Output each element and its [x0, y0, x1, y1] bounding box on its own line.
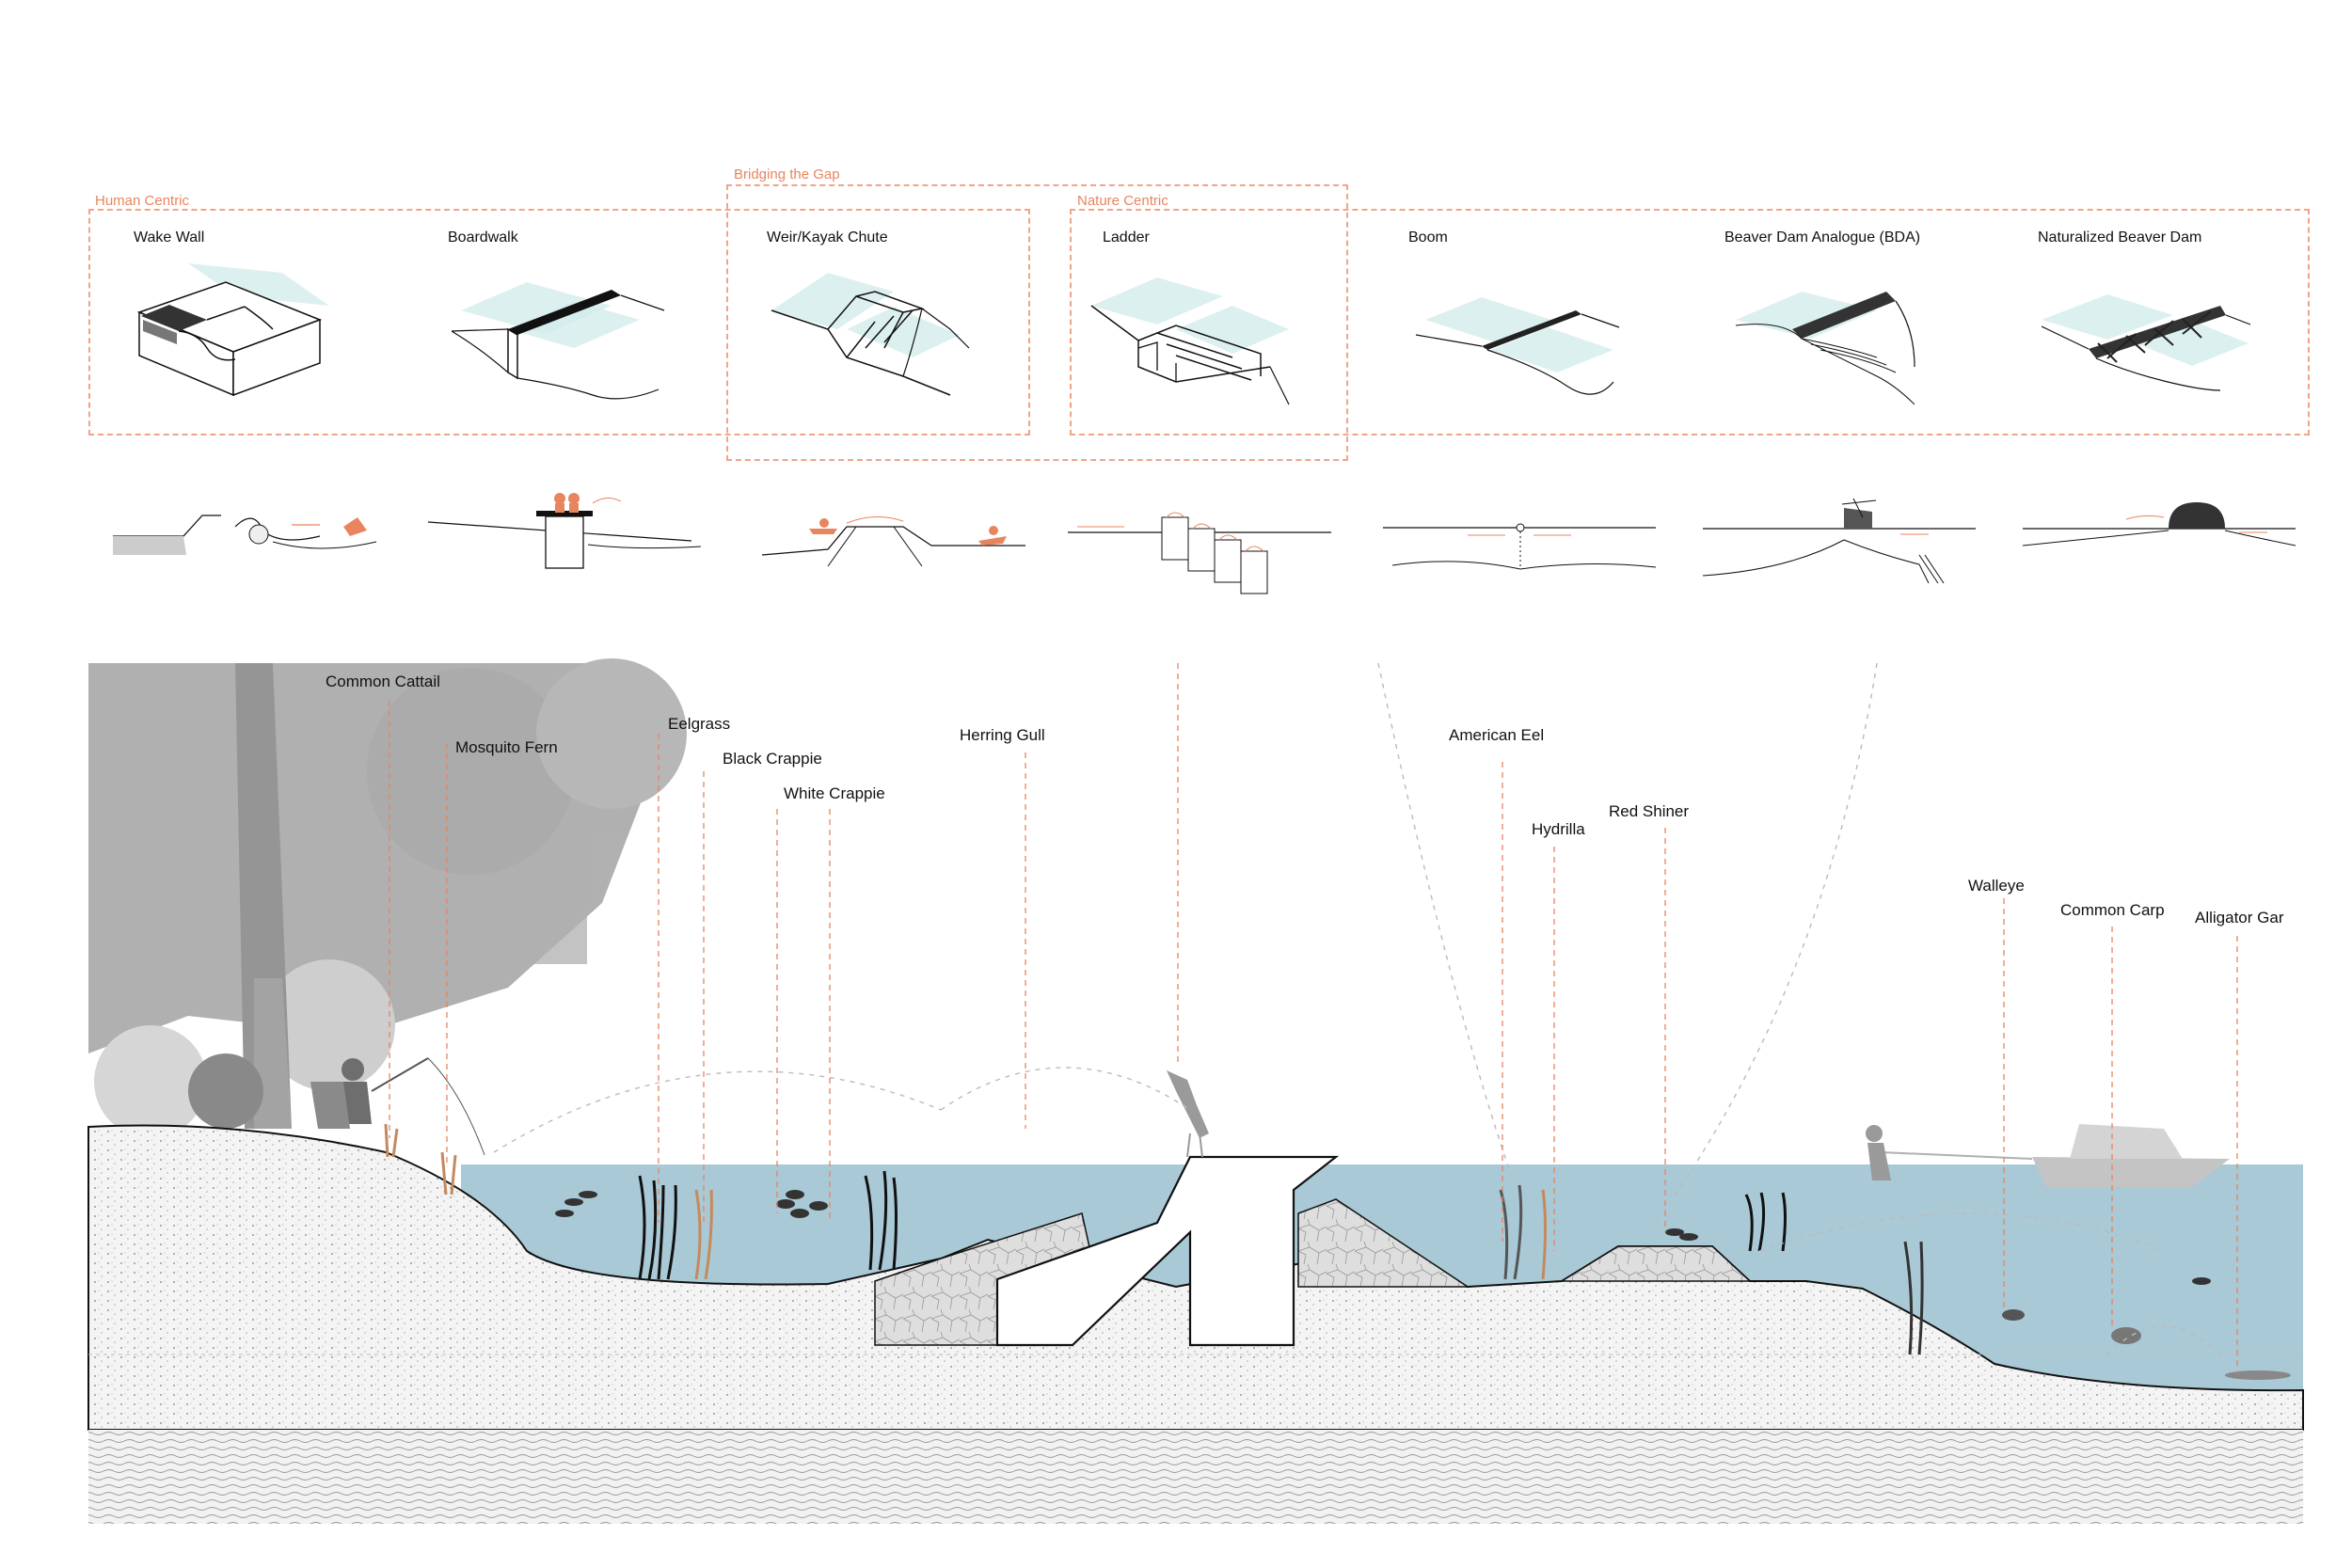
bda-iso-drawing	[1735, 292, 1915, 405]
design-title-naturalized-beaver-dam: Naturalized Beaver Dam	[2038, 230, 2202, 245]
boardwalk-iso-drawing	[452, 282, 665, 400]
bda-section-sketch	[1703, 498, 1976, 584]
weir-kayak-chute-iso-drawing	[771, 273, 970, 396]
design-title-weir-kayak-chute: Weir/Kayak Chute	[767, 230, 888, 245]
ladder-iso-drawing	[1090, 277, 1290, 405]
heron-silhouette	[1167, 1070, 1209, 1158]
design-title-wake-wall: Wake Wall	[134, 230, 205, 245]
species-label-alligator-gar: Alligator Gar	[2195, 909, 2284, 927]
wake-wall-section-sketch	[113, 515, 377, 555]
design-title-bda: Beaver Dam Analogue (BDA)	[1724, 230, 1921, 245]
boardwalk-section-sketch	[428, 493, 702, 569]
boat-silhouette	[1866, 1124, 2230, 1187]
species-label-black-crappie: Black Crappie	[723, 750, 822, 768]
species-leader-lines	[389, 663, 2238, 1373]
design-title-boom: Boom	[1408, 230, 1448, 245]
wake-wall-iso-drawing	[136, 263, 329, 397]
habitat-arcs	[493, 662, 2221, 1355]
group-label-bridging-the-gap: Bridging the Gap	[734, 166, 840, 182]
species-label-common-cattail: Common Cattail	[326, 673, 440, 690]
boom-iso-drawing	[1415, 297, 1620, 395]
species-label-eelgrass: Eelgrass	[668, 715, 731, 733]
species-label-american-eel: American Eel	[1449, 726, 1545, 744]
aquatic-plants	[384, 1123, 1924, 1355]
boom-section-sketch	[1383, 523, 1657, 570]
species-label-walleye: Walleye	[1968, 877, 2025, 895]
group-label-nature-centric: Nature Centric	[1077, 193, 1168, 209]
bridging-the-gap-frame	[726, 184, 1348, 461]
design-title-ladder: Ladder	[1103, 230, 1150, 245]
species-label-common-carp: Common Carp	[2060, 901, 2165, 919]
tree-silhouette	[88, 658, 687, 1138]
species-label-herring-gull: Herring Gull	[960, 726, 1045, 744]
ladder-section-sketch	[1068, 512, 1331, 594]
naturalized-beaver-dam-iso-drawing	[2041, 294, 2251, 391]
fish-markers	[555, 1190, 2291, 1380]
nature-centric-frame	[1070, 209, 2310, 436]
species-label-red-shiner: Red Shiner	[1609, 802, 1690, 820]
naturalized-dam-section-sketch	[2023, 502, 2296, 546]
species-label-mosquito-fern: Mosquito Fern	[455, 738, 558, 756]
human-centric-frame	[88, 209, 1030, 436]
group-label-human-centric: Human Centric	[95, 193, 190, 209]
fisherman-silhouette	[310, 1057, 485, 1156]
weir-section-sketch	[761, 516, 1025, 567]
species-label-white-crappie: White Crappie	[784, 784, 885, 802]
species-label-hydrilla: Hydrilla	[1532, 820, 1585, 838]
design-title-boardwalk: Boardwalk	[448, 230, 518, 245]
